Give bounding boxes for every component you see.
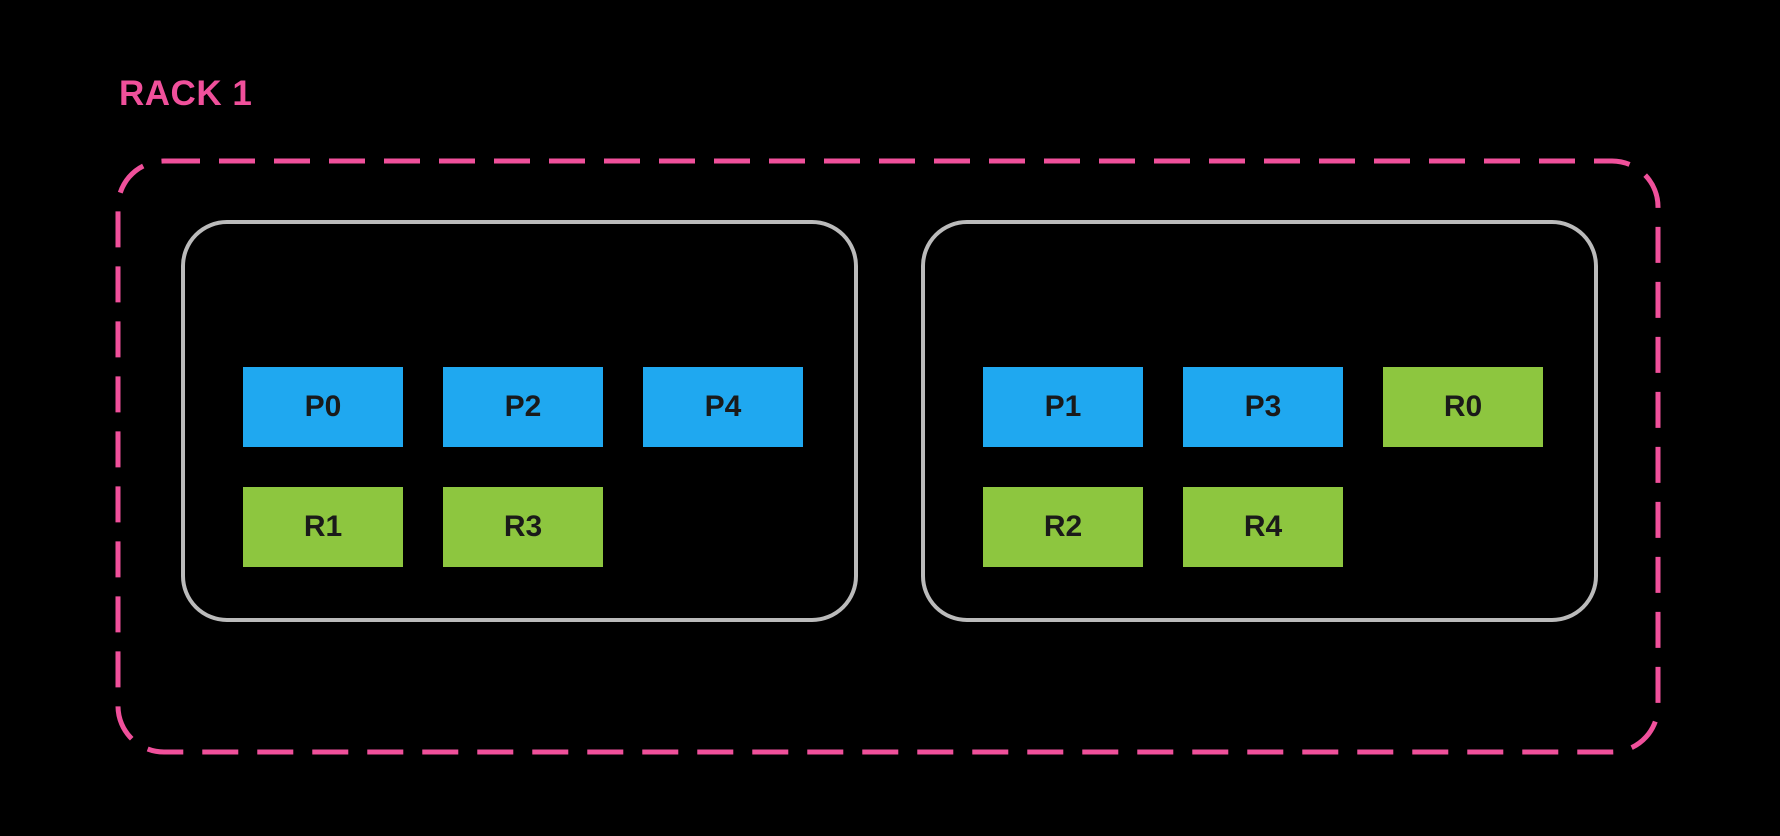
chip-p2: P2 <box>443 367 603 447</box>
chip-p0: P0 <box>243 367 403 447</box>
chip-r2: R2 <box>983 487 1143 567</box>
chip-r0: R0 <box>1383 367 1543 447</box>
chip-p3: P3 <box>1183 367 1343 447</box>
chip-p4: P4 <box>643 367 803 447</box>
rack-label: RACK 1 <box>119 74 253 113</box>
node-box-left: P0 P2 P4 R1 R3 <box>181 220 858 622</box>
chip-r1: R1 <box>243 487 403 567</box>
node-box-right: P1 P3 R0 R2 R4 <box>921 220 1598 622</box>
rack-dashed-border <box>115 158 1661 755</box>
chip-r3: R3 <box>443 487 603 567</box>
chip-p1: P1 <box>983 367 1143 447</box>
chip-r4: R4 <box>1183 487 1343 567</box>
